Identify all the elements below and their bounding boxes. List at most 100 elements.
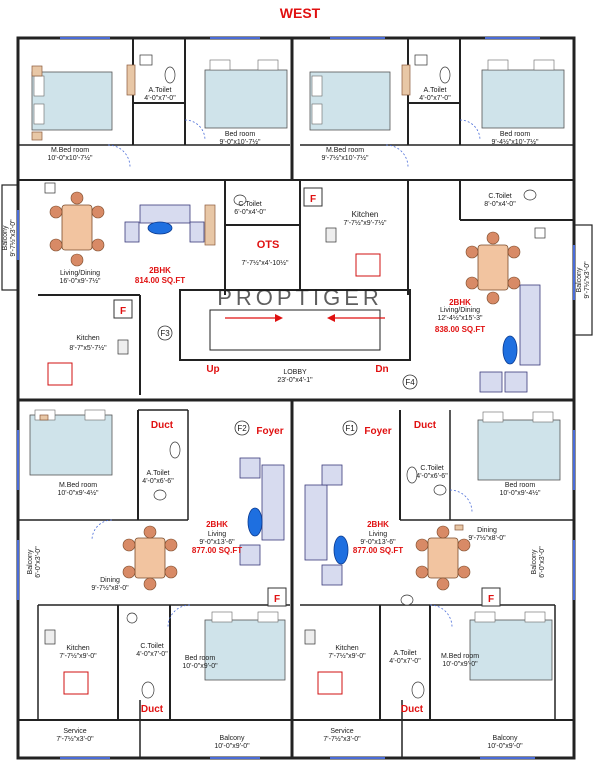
room-dim: 10'-0"x9'-0" (442, 661, 478, 668)
room-name: Kitchen (352, 210, 379, 219)
svg-text:F: F (488, 594, 494, 605)
room-name: Living/Dining (60, 270, 100, 277)
room-dim: 9'-7½"x10'-7½" (322, 154, 369, 162)
room-dim: 9'-7½"x8'-0" (91, 584, 129, 592)
room-name: M.Bed room (59, 482, 97, 489)
room-dim: 7'-7½"x3'-0" (323, 735, 361, 743)
room-dim: 9'-4½"x10'-7½" (492, 138, 539, 146)
windows (17, 37, 575, 759)
svg-text:Duct: Duct (151, 420, 174, 431)
room-dim: 23'-0"x4'-1" (277, 377, 313, 384)
room-dim: 10'-0"x9'-0" (214, 743, 250, 750)
svg-text:2BHK: 2BHK (367, 520, 389, 529)
room-name: Bed room (225, 131, 256, 138)
room-name: LOBBY (283, 369, 307, 376)
room-dim: 12'-4½"x15'-3" (437, 314, 483, 322)
svg-text:814.00 SQ.FT: 814.00 SQ.FT (135, 276, 185, 285)
svg-text:2BHK: 2BHK (449, 298, 471, 307)
living-furniture (124, 204, 541, 586)
stair-arrows (225, 314, 385, 322)
room-dim: 10'-0"x10'-7½" (47, 154, 93, 162)
room-name: Living (208, 531, 226, 538)
room-name: A.Toilet (147, 470, 170, 477)
room-dim: 10'-0"x9'-0" (487, 743, 523, 750)
room-name: Dining (100, 577, 120, 584)
room-name: Kitchen (76, 335, 99, 342)
svg-text:F4: F4 (405, 378, 415, 387)
room-dim: 4'-0"x6'-6" (142, 478, 174, 485)
room-dim: 7'-7½"x3'-0" (56, 735, 94, 743)
outer-walls (1, 36, 593, 760)
dining-sets (49, 191, 521, 591)
svg-text:6'-0"x3'-0": 6'-0"x3'-0" (35, 546, 42, 578)
svg-text:Balcony: Balcony (531, 549, 538, 574)
plan-title: WEST (280, 5, 321, 21)
svg-text:Balcony: Balcony (2, 225, 9, 250)
svg-text:2BHK: 2BHK (206, 520, 228, 529)
room-dim: 6'-0"x4'-0" (234, 209, 266, 216)
svg-text:838.00 SQ.FT: 838.00 SQ.FT (435, 325, 485, 334)
svg-text:Foyer: Foyer (364, 426, 391, 437)
unit-labels: 2BHK 814.00 SQ.FT 2BHK 838.00 SQ.FT 2BHK… (135, 239, 485, 715)
svg-text:6'-0"x3'-0": 6'-0"x3'-0" (539, 546, 546, 578)
svg-text:OTS: OTS (257, 239, 280, 251)
room-name: A.Toilet (424, 87, 447, 94)
beds (29, 59, 565, 681)
room-dim: 7'-7½"x9'-0" (59, 652, 97, 660)
svg-text:Balcony: Balcony (576, 267, 583, 292)
room-name: C.Toilet (238, 201, 261, 208)
room-dim: 4'-0"x6'-6" (416, 473, 448, 480)
room-name: Dining (477, 527, 497, 534)
svg-text:9'-7½"x3'-0": 9'-7½"x3'-0" (583, 261, 591, 299)
room-dim: 9'-0"x10'-7½" (219, 138, 261, 146)
room-dim: 10'-0"x9'-0" (182, 663, 218, 670)
room-name: C.Toilet (488, 193, 511, 200)
room-dim: 8'-7"x5'-7½" (69, 344, 107, 352)
room-name: Living (369, 531, 387, 538)
room-name: A.Toilet (149, 87, 172, 94)
room-name: A.Toilet (394, 650, 417, 657)
room-dim: 7'-7½"x4'-10½" (242, 259, 289, 267)
flat-markers: F3 F4 F2 F1 (157, 325, 418, 436)
room-name: Bed room (185, 655, 216, 662)
toilets (44, 54, 546, 699)
svg-text:877.00 SQ.FT: 877.00 SQ.FT (353, 546, 403, 555)
svg-text:F: F (274, 594, 280, 605)
room-dim: 4'-0"x7'-0" (419, 95, 451, 102)
room-dim: 10'-0"x9'-4½" (57, 489, 99, 497)
svg-text:Duct: Duct (141, 704, 164, 715)
room-dim: 4'-0"x7'-0" (389, 658, 421, 665)
svg-text:Up: Up (206, 364, 219, 375)
room-dim: 9'-7½"x8'-0" (468, 534, 506, 542)
door-swings (91, 119, 481, 628)
room-name: Bed room (500, 131, 531, 138)
svg-text:Foyer: Foyer (256, 426, 283, 437)
svg-text:F1: F1 (345, 424, 355, 433)
svg-text:F3: F3 (160, 329, 170, 338)
svg-text:2BHK: 2BHK (149, 266, 171, 275)
room-name: Kitchen (335, 645, 358, 652)
svg-text:9'-7½"x3'-0": 9'-7½"x3'-0" (9, 219, 17, 257)
balcony-labels: Balcony 9'-7½"x3'-0" Balcony 9'-7½"x3'-0… (2, 219, 591, 578)
svg-text:Balcony: Balcony (27, 549, 34, 574)
svg-text:F: F (120, 306, 126, 317)
svg-text:877.00 SQ.FT: 877.00 SQ.FT (192, 546, 242, 555)
room-name: Balcony (220, 735, 245, 742)
svg-text:Duct: Duct (401, 704, 424, 715)
svg-text:F2: F2 (237, 424, 247, 433)
room-name: Bed room (505, 482, 536, 489)
room-dim: 10'-0"x9'-4½" (499, 489, 541, 497)
room-name: C.Toilet (420, 465, 443, 472)
room-name: M.Bed room (326, 147, 364, 154)
room-dim: 7'-7½"x9'-0" (328, 652, 366, 660)
room-name: C.Toilet (140, 643, 163, 650)
room-dim: 7'-7½"x9'-7½" (343, 219, 387, 227)
svg-text:Dn: Dn (375, 364, 388, 375)
room-name: Balcony (493, 735, 518, 742)
room-name: M.Bed room (51, 147, 89, 154)
kitchen-stoves (44, 227, 381, 695)
room-name: Living/Dining (440, 307, 480, 314)
room-dim: 9'-0"x13'-6" (199, 539, 235, 546)
svg-text:Duct: Duct (414, 420, 437, 431)
